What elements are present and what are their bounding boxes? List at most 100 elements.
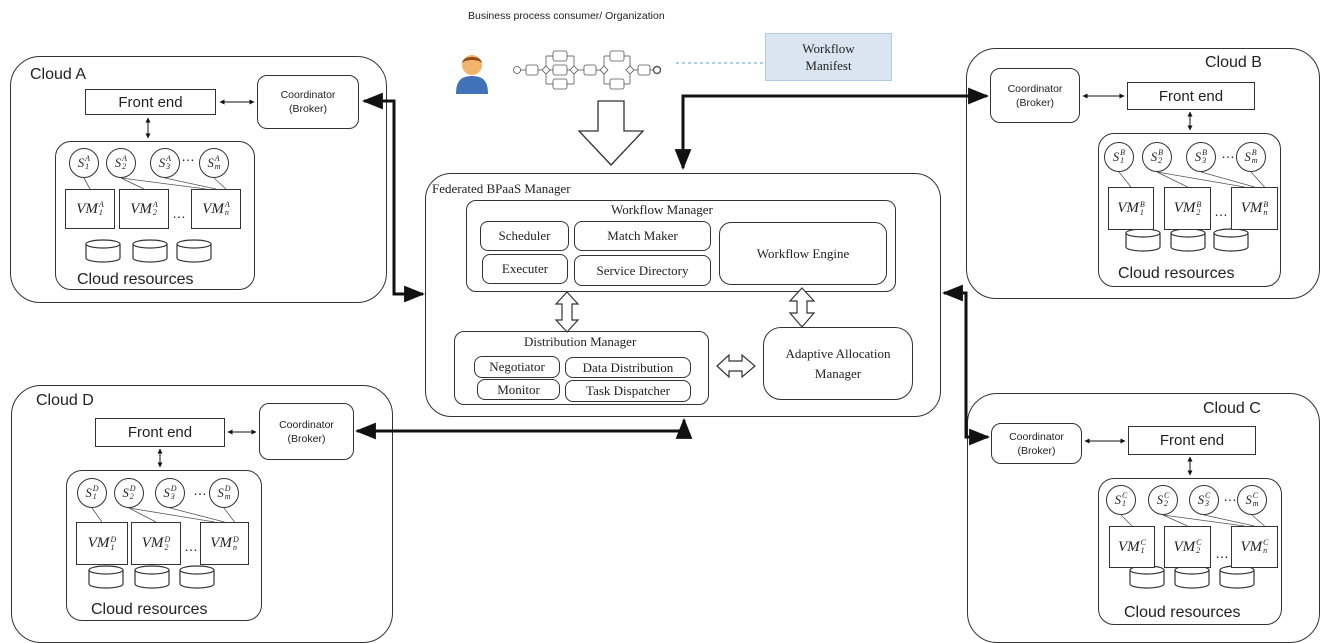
service-vm-mapping-line <box>83 177 91 190</box>
cloud-d-front-end-label: Front end <box>127 424 193 441</box>
cloud-d-front-end: Front end <box>95 418 225 447</box>
vm-ellipsis: … <box>1214 203 1228 219</box>
cloud-a-front-end: Front end <box>85 89 216 115</box>
cloud-a-front-end-label: Front end <box>118 93 183 111</box>
cloud-c-resources-label: Cloud resources <box>1124 604 1241 621</box>
storage-icon <box>1170 228 1206 252</box>
wm-aam-arrow <box>788 287 816 328</box>
task-dispatcher-label: Task Dispatcher <box>586 383 670 398</box>
cloud-b-front-end: Front end <box>1127 82 1255 110</box>
cloud-b-title: Cloud B <box>1205 54 1262 71</box>
cloud-b-coordinator: Coordinator (Broker) <box>990 68 1080 123</box>
cloud-a-coordinator: Coordinator (Broker) <box>257 75 359 129</box>
service-ellipsis: … <box>193 482 207 498</box>
dm-aam-arrow <box>716 353 756 379</box>
service-vm-mapping-line <box>91 507 103 523</box>
service-ellipsis: … <box>1221 145 1235 161</box>
service-ellipsis: … <box>1223 488 1237 504</box>
cloud-d-title: Cloud D <box>36 392 94 409</box>
workflow-manifest: Workflow Manifest <box>765 33 892 81</box>
service-vm-mapping-line <box>128 507 157 523</box>
workflow-engine-box: Workflow Engine <box>719 222 887 285</box>
storage-icon <box>88 565 124 589</box>
distribution-manager-title: Distribution Manager <box>524 334 637 349</box>
negotiator-label: Negotiator <box>489 359 545 374</box>
monitor-label: Monitor <box>497 381 540 397</box>
service-vm-mapping-line <box>213 177 227 190</box>
service-directory-box: Service Directory <box>574 255 711 286</box>
workflow-manager-title: Workflow Manager <box>611 202 713 217</box>
service-ellipsis: … <box>181 148 195 164</box>
cloud-d-coordinator: Coordinator (Broker) <box>259 403 354 460</box>
match-maker-box: Match Maker <box>574 221 711 251</box>
service-directory-label: Service Directory <box>596 262 689 278</box>
monitor-box: Monitor <box>477 379 560 400</box>
cloud-c-coordinator-label: Coordinator (Broker) <box>1009 430 1064 457</box>
service-vm-mapping-line <box>1251 514 1265 527</box>
executer-box: Executer <box>482 254 568 284</box>
service-vm-mapping-line <box>169 507 225 523</box>
storage-icon <box>1125 228 1161 252</box>
adaptive-allocation-manager-label: Adaptive Allocation Manager <box>785 345 891 381</box>
data-distribution-label: Data Distribution <box>582 359 674 375</box>
scheduler-label: Scheduler <box>498 228 551 243</box>
match-maker-label: Match Maker <box>607 228 678 243</box>
storage-icon <box>134 565 170 589</box>
service-vm-mapping-line <box>128 507 215 523</box>
service-vm-mapping-line <box>120 177 207 190</box>
workflow-engine-label: Workflow Engine <box>756 245 850 261</box>
cloud-d-coordinator-label: Coordinator (Broker) <box>279 418 334 445</box>
link-cloud-c <box>941 284 991 446</box>
service-vm-mapping-line <box>1162 514 1188 527</box>
service-vm-mapping-line <box>164 177 217 190</box>
cloud-b-resources-label: Cloud resources <box>1118 265 1235 282</box>
vm-ellipsis: … <box>1215 545 1229 561</box>
negotiator-box: Negotiator <box>474 356 560 378</box>
service-vm-mapping-line <box>1156 171 1245 188</box>
service-vm-mapping-line <box>120 177 145 190</box>
data-distribution-box: Data Distribution <box>565 357 691 378</box>
vm-ellipsis: … <box>172 205 186 221</box>
submit-down-arrow <box>577 100 645 166</box>
link-cloud-a <box>361 92 426 303</box>
service-vm-mapping-line <box>1200 171 1255 188</box>
service-vm-mapping-line <box>1162 514 1245 527</box>
executer-label: Executer <box>501 261 549 276</box>
service-vm-mapping-line <box>1156 171 1188 188</box>
service-vm-mapping-line <box>223 507 235 523</box>
task-dispatcher-box: Task Dispatcher <box>565 380 691 402</box>
scheduler-box: Scheduler <box>480 221 569 251</box>
wm-dm-arrow <box>554 291 580 333</box>
cloud-a-title: Cloud A <box>30 66 87 83</box>
service-vm-mapping-line <box>1118 171 1132 188</box>
cloud-d-resources-label: Cloud resources <box>91 601 208 618</box>
workflow-manifest-label: Workflow Manifest <box>802 41 855 73</box>
